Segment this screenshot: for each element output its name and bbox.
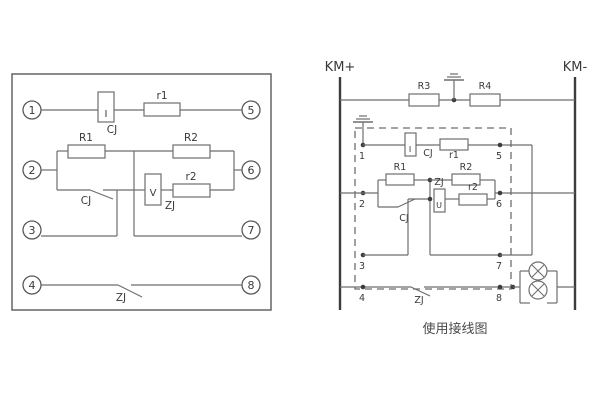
terminal-5-label: 5: [248, 104, 255, 117]
terminal-1-label: 1: [29, 104, 36, 117]
terminal-7[interactable]: [241, 220, 261, 240]
resistor-r2-label-r: r2: [468, 182, 478, 193]
right-top-series: R3 R4: [340, 73, 575, 107]
zj-contact-label-r: ZJ: [414, 295, 423, 306]
resistor-r2-box: [172, 183, 211, 198]
current-coil-device-label-r: CJ: [423, 148, 432, 159]
figure-caption: 使用接线图: [422, 321, 487, 337]
voltage-coil-device-label: ZJ: [165, 200, 175, 212]
terminal-3-label: 3: [29, 224, 36, 237]
resistor-r2-label: r2: [186, 171, 197, 183]
resistor-R1-label: R1: [79, 132, 93, 144]
lamp-upper-x2: [531, 264, 545, 278]
terminal-8-label: 8: [248, 279, 255, 292]
current-coil-symbol: I: [105, 109, 108, 120]
node-8-label: 8: [496, 293, 502, 304]
resistor-R3-label: R3: [418, 81, 431, 92]
resistor-R2-label-r: R2: [460, 162, 473, 173]
zj-contact-label: ZJ: [116, 292, 126, 304]
left-panel: 1 5 I CJ r1 2 6 R1: [11, 73, 272, 311]
node-4-label: 4: [359, 293, 365, 304]
node-7-label: 7: [496, 261, 502, 272]
node-8-dot[interactable]: [497, 284, 503, 290]
resistor-r1-box: [143, 102, 181, 117]
junction-dot-mid-lower: [427, 196, 433, 202]
resistor-R2-label: R2: [184, 132, 198, 144]
resistor-r1-box-r: [439, 138, 469, 151]
voltage-coil-device-label-r: ZJ: [434, 177, 443, 188]
voltage-coil-symbol-r: U: [436, 201, 442, 210]
ground-icon-top: [444, 73, 464, 100]
bus-km-minus-label: KM-: [563, 60, 588, 75]
terminal-3[interactable]: [22, 220, 42, 240]
voltage-coil-box-r: [433, 188, 446, 213]
left-row-4: 4 8 ZJ: [22, 275, 261, 304]
right-panel: KM+ KM- R3 R4: [325, 60, 588, 337]
node-5-dot[interactable]: [497, 142, 503, 148]
node-6-dot[interactable]: [497, 190, 503, 196]
relay-dashed-box: [354, 127, 512, 290]
resistor-R4-box: [469, 93, 501, 107]
left-row-2: 2 6 R1 CJ R2: [22, 132, 261, 236]
cj-contact-label-r: CJ: [399, 213, 408, 224]
zj-contact-blade-r: [410, 286, 431, 297]
resistor-r2-box-r: [458, 193, 488, 206]
current-coil-symbol-r: I: [409, 145, 411, 154]
current-coil-box: [97, 91, 115, 123]
resistor-R1-box-r: [385, 173, 415, 186]
right-row-3: 3 7: [359, 145, 533, 272]
cj-contact-blade-r: [397, 198, 416, 208]
node-4-dot[interactable]: [360, 284, 366, 290]
cj-contact-label: CJ: [81, 195, 91, 207]
node-3-label: 3: [359, 261, 365, 272]
node-5-label: 5: [496, 151, 502, 162]
left-row-1: 1 5 I CJ r1: [22, 90, 261, 136]
current-coil-device-label: CJ: [107, 124, 117, 136]
terminal-6-label: 6: [248, 164, 255, 177]
cj-contact-blade: [89, 189, 114, 200]
lamp-group: [510, 261, 575, 304]
terminal-4-label: 4: [29, 279, 36, 292]
zj-contact-blade: [117, 284, 143, 298]
bus-km-plus-label: KM+: [325, 60, 356, 75]
right-row-4: 4 ZJ 8: [340, 261, 575, 306]
resistor-R3-box: [408, 93, 440, 107]
right-row-2: 2 R1 CJ R2 U ZJ: [340, 162, 575, 255]
resistor-R2-box: [172, 144, 211, 159]
node-1-label: 1: [359, 151, 365, 162]
terminal-2-label: 2: [29, 164, 36, 177]
terminal-7-label: 7: [248, 224, 255, 237]
ground-icon-left: [353, 115, 373, 145]
lamp-lower-x2: [531, 283, 545, 297]
resistor-r1-label: r1: [157, 90, 168, 102]
node-2-label: 2: [359, 199, 365, 210]
resistor-r1-label-r: r1: [449, 150, 459, 161]
resistor-R4-label: R4: [479, 81, 492, 92]
node-6-label: 6: [496, 199, 502, 210]
left-panel-border: [11, 73, 272, 311]
resistor-R1-box: [67, 144, 106, 159]
right-row-1: 1 I CJ r1 5: [359, 132, 532, 162]
left-row-3: 3 7: [22, 190, 261, 240]
voltage-coil-symbol: V: [150, 188, 157, 199]
resistor-R1-label-r: R1: [394, 162, 407, 173]
